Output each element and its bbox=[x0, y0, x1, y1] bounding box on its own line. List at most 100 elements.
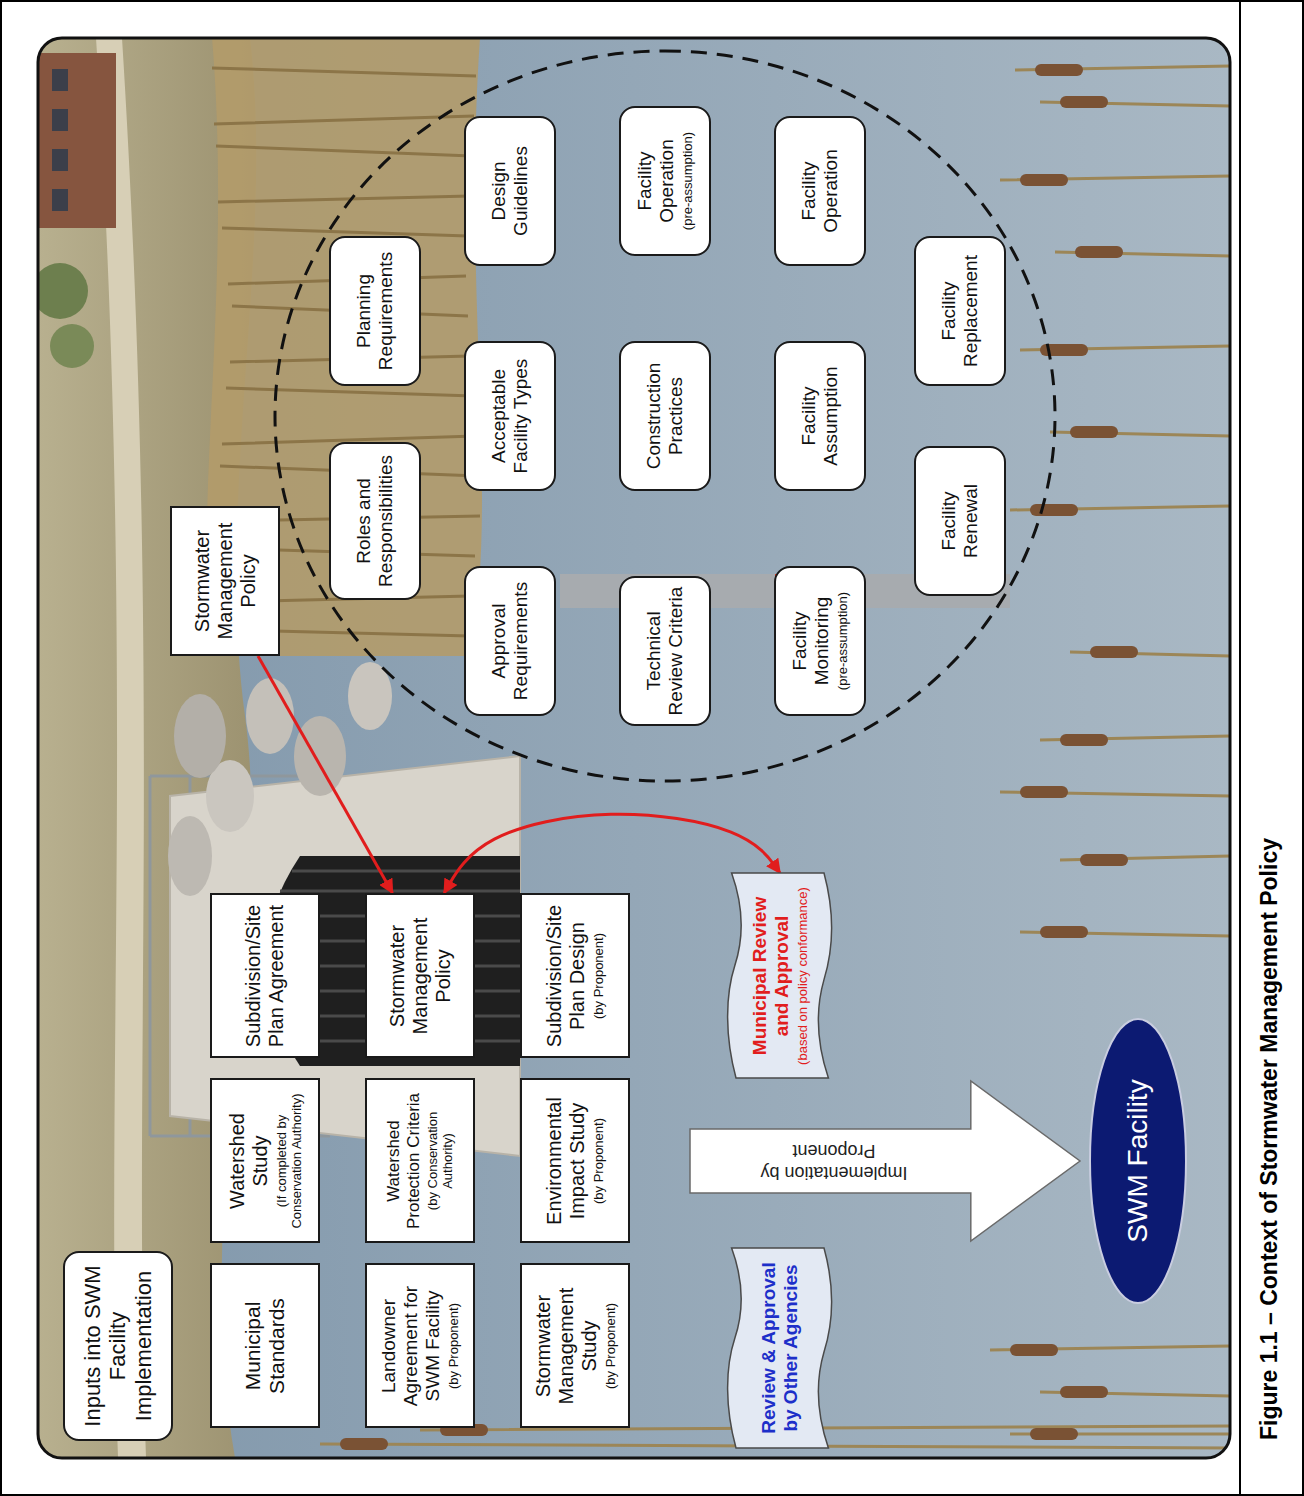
approval-banner: Municipal Review and Approval(based on p… bbox=[725, 874, 835, 1079]
node-label: Facility Renewal bbox=[938, 456, 982, 586]
node-label: Stormwater Management Policy bbox=[191, 515, 260, 647]
caption-divider bbox=[1239, 0, 1241, 1496]
input-box: Municipal Standards bbox=[210, 1264, 320, 1429]
cattail-head bbox=[1020, 174, 1068, 186]
tree bbox=[38, 263, 88, 319]
node-sublabel: (If completed by Conservation Authority) bbox=[275, 1088, 305, 1235]
node-label: Stormwater Management Policy bbox=[386, 903, 455, 1050]
node-label: Review & Approval by Other Agencies bbox=[758, 1260, 802, 1436]
node-sublabel: (by Proponent) bbox=[592, 1088, 607, 1235]
riprap-stone bbox=[168, 816, 212, 896]
node-label: Municipal Review and Approval bbox=[749, 886, 793, 1067]
policy-component-box: Facility Monitoring(pre-assumption) bbox=[774, 566, 866, 716]
cattail-head bbox=[1070, 426, 1118, 438]
policy-component-box: Facility Operation bbox=[774, 116, 866, 266]
node-sublabel: (by Proponent) bbox=[604, 1273, 619, 1420]
node-label: Facility Monitoring bbox=[789, 576, 833, 706]
policy-component-box: Facility Operation(pre-assumption) bbox=[619, 106, 711, 256]
input-box: Environmental Impact Study(by Proponent) bbox=[520, 1079, 630, 1244]
approval-banner: Review & Approval by Other Agencies bbox=[725, 1248, 835, 1448]
cattail-head bbox=[1040, 926, 1088, 938]
cattail-head bbox=[340, 1438, 388, 1450]
cattail-head bbox=[1090, 646, 1138, 658]
building-window bbox=[52, 69, 68, 91]
input-box: Stormwater Management Study(by Proponent… bbox=[520, 1264, 630, 1429]
photo-frame bbox=[38, 38, 1230, 1458]
node-label: Watershed Study bbox=[226, 1088, 272, 1235]
banner-outline bbox=[728, 874, 832, 1079]
policy-component-box: Planning Requirements bbox=[329, 236, 421, 386]
pond-water bbox=[38, 38, 1230, 1458]
policy-component-box: Facility Assumption bbox=[774, 341, 866, 491]
node-sublabel: (based on policy conformance) bbox=[796, 886, 811, 1067]
policy-component-box: Facility Renewal bbox=[914, 446, 1006, 596]
cattail-head bbox=[1060, 1386, 1108, 1398]
policy-component-box: Roles and Responsibilities bbox=[329, 442, 421, 600]
node-label: Construction Practices bbox=[643, 351, 687, 481]
node-sublabel: (pre-assumption) bbox=[681, 116, 696, 246]
cattail-head bbox=[1060, 734, 1108, 746]
policy-component-box: Approval Requirements bbox=[464, 566, 556, 716]
input-box: Watershed Protection Criteria(by Conserv… bbox=[365, 1079, 475, 1244]
oval-outline bbox=[1090, 1019, 1186, 1303]
input-box: Landowner Agreement for SWM Facility(by … bbox=[365, 1264, 475, 1429]
node-label: Acceptable Facility Types bbox=[488, 351, 532, 481]
cattail-head bbox=[1060, 96, 1108, 108]
arrow-shape bbox=[690, 1081, 1080, 1241]
brick-building bbox=[38, 53, 116, 228]
building-window bbox=[52, 189, 68, 211]
cattail-head bbox=[1020, 786, 1068, 798]
connector-arrow bbox=[444, 814, 780, 893]
cattail-head bbox=[1075, 246, 1123, 258]
node-label: Design Guidelines bbox=[488, 126, 532, 256]
riprap-stone bbox=[246, 678, 294, 754]
node-label: Facility Operation bbox=[798, 126, 842, 256]
node-label: Technical Review Criteria bbox=[643, 586, 687, 716]
node-label: Environmental Impact Study bbox=[543, 1088, 589, 1235]
node-label: Municipal Standards bbox=[241, 1273, 289, 1420]
node-label: Stormwater Management Study bbox=[532, 1273, 601, 1420]
node-label: Facility Operation bbox=[634, 116, 678, 246]
input-box: Subdivision/Site Plan Agreement bbox=[210, 894, 320, 1059]
node-sublabel: (by Conservation Authority) bbox=[426, 1088, 456, 1235]
node-label: Approval Requirements bbox=[488, 576, 532, 706]
node-sublabel: (by Proponent) bbox=[592, 903, 607, 1050]
policy-box: Stormwater Management Policy bbox=[365, 894, 475, 1059]
node-label: Planning Requirements bbox=[353, 246, 397, 376]
node-label: SWM Facility bbox=[1122, 1036, 1154, 1286]
cattail-head bbox=[1035, 64, 1083, 76]
input-box: Watershed Study(If completed by Conserva… bbox=[210, 1079, 320, 1244]
riprap-stone bbox=[174, 694, 226, 778]
walkway bbox=[96, 38, 146, 1458]
policy-component-box: Facility Replacement bbox=[914, 236, 1006, 386]
node-label: Facility Replacement bbox=[938, 246, 982, 376]
building-window bbox=[52, 109, 68, 131]
node-sublabel: (by Proponent) bbox=[447, 1273, 462, 1420]
node-label: Landowner Agreement for SWM Facility bbox=[378, 1273, 444, 1420]
cattail-head bbox=[1010, 1344, 1058, 1356]
cattail-head bbox=[1030, 504, 1078, 516]
riprap-stone bbox=[294, 716, 346, 796]
node-sublabel: (pre-assumption) bbox=[836, 576, 851, 706]
connector-arrow bbox=[258, 656, 393, 893]
cattail-head bbox=[1030, 1428, 1078, 1440]
node-label: Subdivision/Site Plan Agreement bbox=[242, 903, 288, 1050]
banner-outline bbox=[728, 1248, 832, 1448]
building-window bbox=[52, 149, 68, 171]
block-arrow-outline bbox=[690, 1081, 1080, 1241]
node-label: Subdivision/Site Plan Design bbox=[543, 903, 589, 1050]
cattail-heads bbox=[340, 64, 1138, 1450]
policy-component-box: Design Guidelines bbox=[464, 116, 556, 266]
tree bbox=[50, 324, 94, 368]
node-label: Watershed Protection Criteria bbox=[384, 1088, 423, 1235]
pond-photo bbox=[38, 38, 1230, 1458]
node-label: Inputs into SWM Facility Implementation bbox=[80, 1261, 156, 1431]
node-label: Roles and Responsibilities bbox=[353, 452, 397, 590]
cattail-stalks bbox=[320, 66, 1230, 1448]
policy-scope-circle bbox=[275, 51, 1055, 781]
input-box: Subdivision/Site Plan Design(by Proponen… bbox=[520, 894, 630, 1059]
node-label: Facility Assumption bbox=[798, 351, 842, 481]
policy-component-box: Construction Practices bbox=[619, 341, 711, 491]
